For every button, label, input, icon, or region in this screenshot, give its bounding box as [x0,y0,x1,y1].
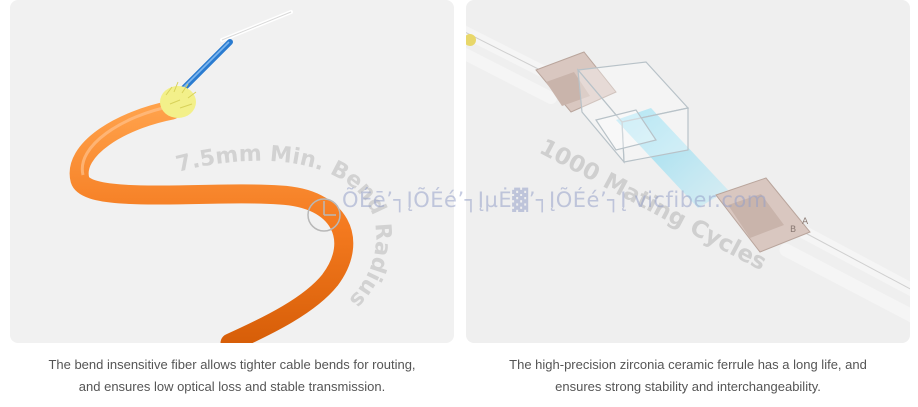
bend-radius-caption: The bend insensitive fiber allows tighte… [10,354,454,398]
connector-label-b: B [790,225,796,235]
cable-upper-2 [466,47,557,104]
bend-radius-caption-line2: and ensures low optical loss and stable … [78,379,386,394]
bend-radius-circle [307,198,341,232]
orange-jacket-cable [69,100,354,343]
fiber-cable-illustration: 7.5mm Min. Bend Radius [69,10,395,343]
connector-label-a: A [802,217,809,227]
mating-cycles-caption-line2: ensures strong stability and interchange… [555,379,821,394]
light-beam [616,108,728,208]
mating-cycles-image-panel: B A 1000 Mating Cycles [466,0,910,343]
aramid-yarn [160,86,196,118]
bend-radius-image-panel: 7.5mm Min. Bend Radius [10,0,454,343]
bend-radius-annotation: 7.5mm Min. Bend Radius [173,142,395,313]
transparent-adapter [576,61,690,164]
lc-connector-illustration: B A 1000 Mating Cycles [466,25,910,323]
bend-radius-caption-line1: The bend insensitive fiber allows tighte… [48,357,416,372]
mating-cycles-caption-line1: The high-precision zirconia ceramic ferr… [509,357,867,372]
watermark: ÕÉē’┐ĮÕÉé’┐ĮµĖ▓’┐ĮÕÉé’┐Į vicfiber.com [342,188,768,212]
mating-cycles-caption: The high-precision zirconia ceramic ferr… [466,354,910,398]
cable-lower-2 [779,243,910,323]
